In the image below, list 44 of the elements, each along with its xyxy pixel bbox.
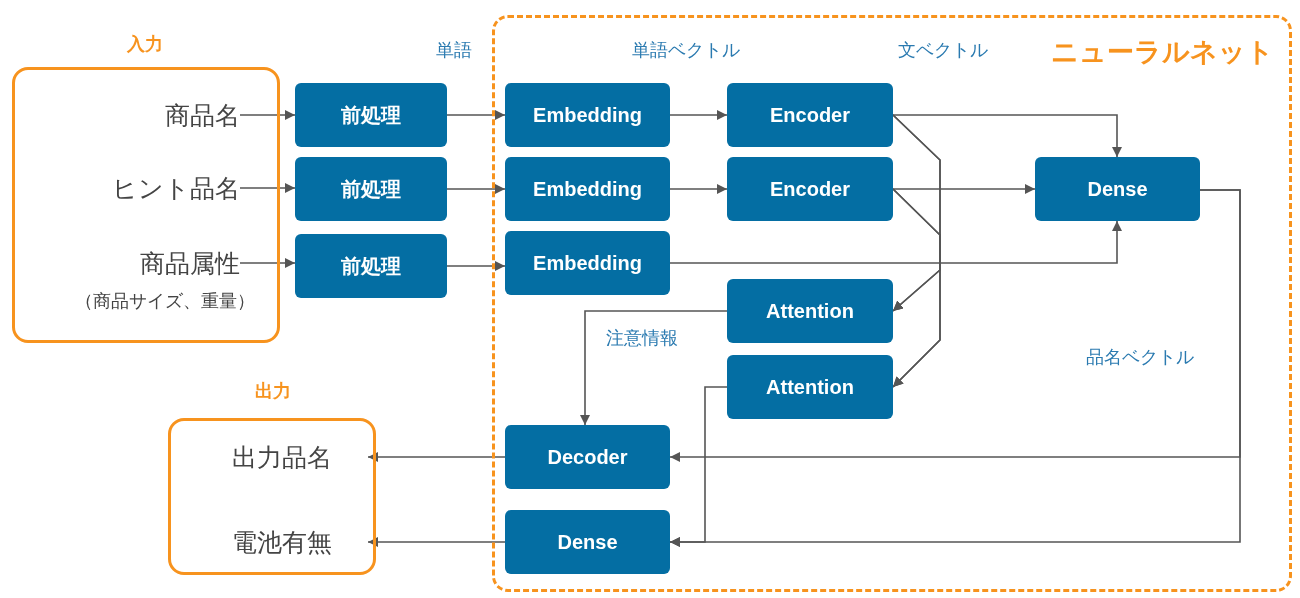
vector-label: 文ベクトル	[898, 39, 988, 62]
vector-label: 単語ベクトル	[632, 39, 740, 62]
item-label: 商品名	[120, 97, 240, 133]
item-label: 電池有無	[196, 524, 368, 560]
process-box: Embedding	[505, 231, 670, 295]
arrow	[669, 110, 728, 120]
arrow	[892, 114, 1122, 158]
item-label: 出力品名	[196, 439, 368, 475]
process-box: Embedding	[505, 157, 670, 221]
process-box: Dense	[1035, 157, 1200, 221]
process-box: Encoder	[727, 83, 893, 147]
group-title: ニューラルネット	[1051, 36, 1274, 69]
item-label: 商品属性	[140, 247, 240, 279]
neural-net-group-box	[492, 15, 1292, 592]
group-heading: 出力	[255, 380, 291, 403]
arrow	[239, 110, 296, 120]
process-box: Attention	[727, 279, 893, 343]
arrow	[892, 188, 941, 388]
arrow	[580, 310, 728, 426]
arrow	[446, 110, 506, 120]
process-box: 前処理	[295, 157, 447, 221]
process-box: Encoder	[727, 157, 893, 221]
process-box: 前処理	[295, 234, 447, 298]
arrow	[892, 184, 1036, 194]
arrow	[669, 386, 728, 547]
group-heading: 入力	[127, 33, 163, 56]
edge-label: 注意情報	[606, 326, 678, 350]
vector-label: 品名ベクトル	[1086, 346, 1194, 369]
item-label: （商品サイズ、重量）	[75, 290, 255, 313]
vector-label: 単語	[436, 39, 472, 62]
process-box: Attention	[727, 355, 893, 419]
process-box: Embedding	[505, 83, 670, 147]
item-label: ヒント品名	[50, 170, 240, 206]
arrow	[239, 258, 296, 268]
process-box: Dense	[505, 510, 670, 574]
arrow	[367, 452, 506, 462]
arrow	[367, 537, 506, 547]
arrow	[446, 184, 506, 194]
arrow	[669, 220, 1122, 264]
arrow	[239, 183, 296, 193]
process-box: Decoder	[505, 425, 670, 489]
arrow	[669, 184, 728, 194]
arrow	[446, 261, 506, 271]
process-box: 前処理	[295, 83, 447, 147]
